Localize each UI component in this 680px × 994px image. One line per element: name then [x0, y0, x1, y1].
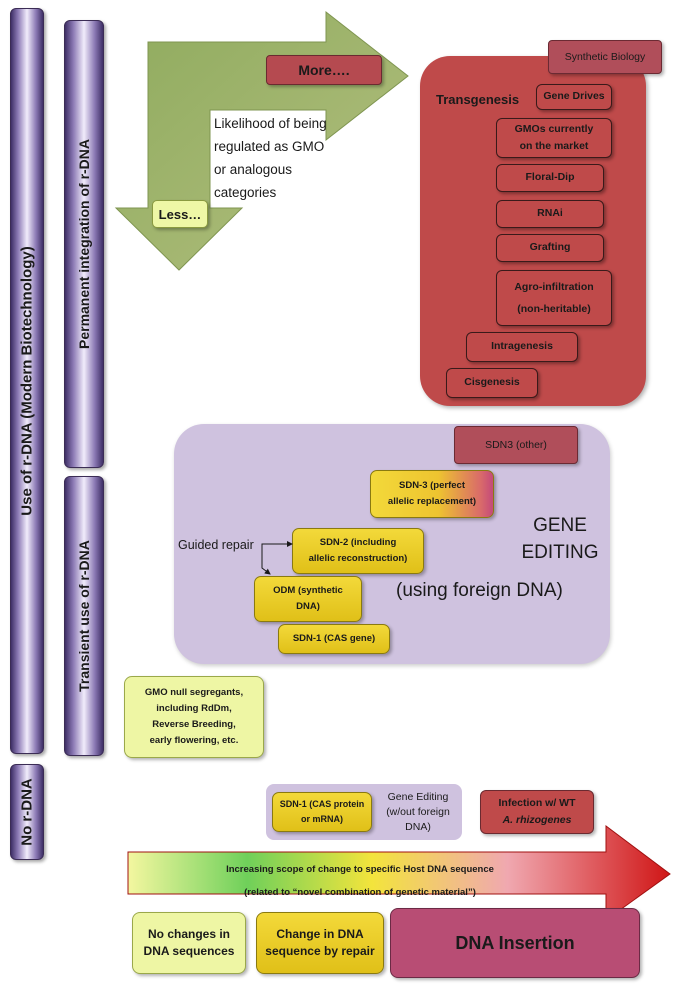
cisgenesis-label: Cisgenesis: [464, 376, 520, 389]
floral-dip-box: Floral-Dip: [496, 164, 604, 192]
scope-arrow-line: (related to “novel combination of geneti…: [244, 887, 476, 898]
likelihood-line: categories: [214, 185, 277, 200]
odm-line: DNA): [296, 601, 320, 612]
more-text: More….: [298, 62, 350, 78]
rnai-label: RNAi: [537, 207, 563, 220]
grafting-label: Grafting: [529, 241, 571, 254]
gene-drives-label: Gene Drives: [543, 90, 605, 103]
transgenesis-title: Transgenesis: [436, 92, 520, 107]
infection-box: Infection w/ WT A. rhizogenes: [480, 790, 594, 834]
null-segregants-line: early flowering, etc.: [149, 735, 239, 747]
no-rdna-bar: No r-DNA: [10, 764, 44, 860]
gmos-market-box: GMOs currently on the market: [496, 118, 612, 158]
infection-species: A. rhizogenes: [502, 814, 572, 826]
floral-dip-label: Floral-Dip: [525, 171, 575, 184]
repair-line: sequence by repair: [265, 944, 375, 958]
likelihood-line: or analogous: [214, 162, 293, 177]
gene-editing-small-label: Gene Editing (w/out foreign DNA): [376, 790, 460, 835]
likelihood-line: regulated as GMO: [214, 139, 325, 154]
dna-insertion-label: DNA Insertion: [455, 932, 575, 953]
infection-line: Infection w/ WT: [498, 797, 576, 810]
sdn3-perfect-line: allelic replacement): [387, 496, 477, 507]
sdn2-line: allelic reconstruction): [308, 553, 408, 564]
sdn3-perfect-line: SDN-3 (perfect: [399, 479, 465, 491]
scope-arrow-line: Increasing scope of change to specific H…: [226, 864, 494, 875]
intragenesis-box: Intragenesis: [466, 332, 578, 362]
gmos-market-line: GMOs currently: [514, 123, 594, 136]
sdn2-line: SDN-2 (including: [319, 536, 397, 548]
more-label: More….: [266, 55, 382, 85]
guided-repair-label: Guided repair: [178, 538, 254, 552]
dna-insertion-box: DNA Insertion: [390, 908, 640, 978]
repair-box: Change in DNA sequence by repair: [256, 912, 384, 974]
sdn1-protein-line: SDN-1 (CAS protein: [279, 798, 365, 809]
sdn1-protein-box: SDN-1 (CAS protein or mRNA): [272, 792, 372, 832]
gene-editing-subtitle: (using foreign DNA): [396, 580, 563, 601]
null-segregants-line: Reverse Breeding,: [152, 719, 236, 730]
gmos-market-line: on the market: [519, 140, 589, 152]
scope-arrow-text: Increasing scope of change to specific H…: [180, 858, 540, 904]
odm-line: ODM (synthetic: [273, 584, 343, 596]
agro-infiltration-box: Agro-infiltration (non-heritable): [496, 270, 612, 326]
sdn3-other-label: SDN3 (other): [485, 439, 547, 451]
gene-editing-title-line: GENE: [533, 515, 587, 536]
likelihood-line: Likelihood of being: [214, 116, 327, 131]
likelihood-text: Likelihood of being regulated as GMO or …: [214, 112, 374, 204]
guided-repair-arrows: [261, 541, 293, 575]
odm-box: ODM (synthetic DNA): [254, 576, 362, 622]
repair-line: Change in DNA: [276, 926, 364, 941]
gene-editing-small-line: (w/out foreign: [386, 806, 450, 818]
gene-editing-small-line: Gene Editing: [387, 791, 449, 803]
gene-editing-title-line: EDITING: [521, 542, 599, 563]
sdn3-perfect-box: SDN-3 (perfect allelic replacement): [370, 470, 494, 518]
sdn1-cas-gene-box: SDN-1 (CAS gene): [278, 624, 390, 654]
use-rdna-label: Use of r-DNA (Modern Biotechnology): [18, 246, 36, 516]
no-changes-line: No changes in: [147, 926, 230, 941]
agro-line: Agro-infiltration: [514, 280, 594, 293]
no-rdna-label: No r-DNA: [18, 778, 36, 846]
gene-drives-box: Gene Drives: [536, 84, 612, 110]
no-changes-line: DNA sequences: [143, 944, 235, 958]
permanent-integration-label: Permanent integration of r-DNA: [76, 138, 92, 350]
sdn1-protein-line: or mRNA): [301, 814, 343, 824]
agro-line: (non-heritable): [517, 303, 591, 315]
rnai-box: RNAi: [496, 200, 604, 228]
synthetic-biology-box: Synthetic Biology: [548, 40, 662, 74]
synthetic-biology-label: Synthetic Biology: [564, 51, 646, 63]
less-label: Less…: [152, 200, 208, 228]
sdn2-box: SDN-2 (including allelic reconstruction): [292, 528, 424, 574]
use-rdna-bar: Use of r-DNA (Modern Biotechnology): [10, 8, 44, 754]
transient-use-bar: Transient use of r-DNA: [64, 476, 104, 756]
intragenesis-label: Intragenesis: [491, 340, 553, 353]
sdn3-other-box: SDN3 (other): [454, 426, 578, 464]
null-segregants-box: GMO null segregants, including RdDm, Rev…: [124, 676, 264, 758]
grafting-box: Grafting: [496, 234, 604, 262]
no-changes-box: No changes in DNA sequences: [132, 912, 246, 974]
cisgenesis-box: Cisgenesis: [446, 368, 538, 398]
scope-arrow: [127, 825, 671, 921]
permanent-integration-bar: Permanent integration of r-DNA: [64, 20, 104, 468]
gene-editing-small-line: DNA): [405, 821, 431, 833]
gene-editing-title: GENE EDITING: [520, 512, 600, 566]
sdn1-cas-gene-label: SDN-1 (CAS gene): [292, 632, 376, 644]
null-segregants-line: GMO null segregants,: [144, 686, 244, 698]
null-segregants-line: including RdDm,: [156, 702, 232, 714]
transient-use-label: Transient use of r-DNA: [76, 540, 92, 692]
less-text: Less…: [158, 206, 202, 222]
